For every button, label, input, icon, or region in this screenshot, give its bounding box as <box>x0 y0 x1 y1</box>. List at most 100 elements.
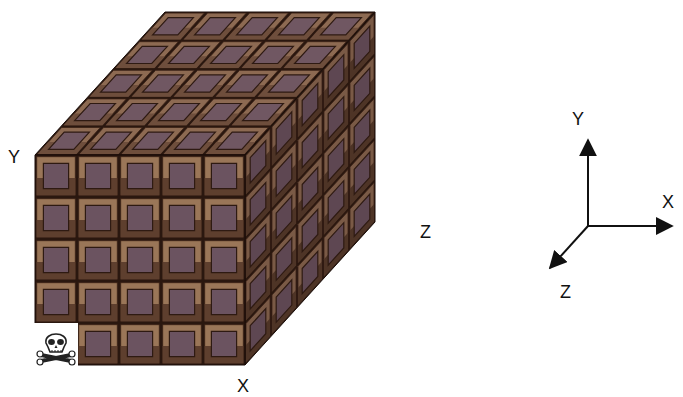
chocolate-piece <box>272 269 296 334</box>
chocolate-piece <box>227 75 268 92</box>
chocolate-piece <box>276 238 292 280</box>
chocolate-piece <box>163 199 202 238</box>
chocolate-piece <box>169 205 194 230</box>
chocolate-piece <box>121 199 160 238</box>
chocolate-piece <box>169 289 194 314</box>
chocolate-piece <box>195 18 236 35</box>
chocolate-piece <box>211 205 236 230</box>
chocolate-piece <box>276 112 292 154</box>
chocolate-piece <box>121 325 160 364</box>
chocolate-piece <box>85 289 110 314</box>
axis-letter: Y <box>8 148 20 166</box>
chocolate-piece <box>169 247 194 272</box>
chocolate-piece <box>163 325 202 364</box>
chocolate-piece <box>302 167 318 209</box>
chocolate-piece <box>328 181 344 223</box>
chocolate-piece <box>354 26 370 68</box>
chocolate-piece <box>91 132 132 149</box>
chocolate-piece <box>121 157 160 196</box>
chocolate-piece <box>350 183 374 248</box>
chocolate-piece <box>354 152 370 194</box>
chocolate-piece <box>127 205 152 230</box>
chocolate-piece <box>169 163 194 188</box>
chocolate-piece <box>205 241 244 280</box>
chocolate-piece <box>246 297 270 362</box>
chocolate-piece <box>169 331 194 356</box>
chocolate-piece <box>35 12 375 155</box>
chocolate-piece <box>295 46 336 63</box>
chocolate-piece <box>354 110 370 152</box>
chocolate-piece <box>250 225 266 267</box>
chocolate-piece <box>211 46 252 63</box>
chocolate-piece <box>298 240 322 305</box>
chocolate-piece <box>250 309 266 351</box>
chocolate-piece <box>211 289 236 314</box>
chocolate-piece <box>163 157 202 196</box>
chocolate-piece <box>321 18 362 35</box>
chocolate-piece <box>79 325 118 364</box>
chocolate-piece <box>328 55 344 97</box>
chocolate-piece <box>243 104 284 121</box>
chocolate-piece <box>127 289 152 314</box>
chocolate-piece <box>143 75 184 92</box>
chocolate-piece <box>169 46 210 63</box>
chocolate-piece <box>127 46 168 63</box>
chocolate-piece <box>75 104 116 121</box>
chocolate-piece <box>101 75 142 92</box>
chocolate-piece <box>43 163 68 188</box>
chocolate-piece <box>37 241 76 280</box>
axis-letter: Y <box>572 110 584 128</box>
chocolate-piece <box>302 251 318 293</box>
chocolate-piece <box>276 154 292 196</box>
chocolate-piece <box>85 331 110 356</box>
chocolate-piece <box>133 132 174 149</box>
chocolate-piece <box>85 205 110 230</box>
chocolate-piece <box>211 331 236 356</box>
chocolate-piece <box>205 157 244 196</box>
chocolate-piece <box>79 199 118 238</box>
axis-letter: Z <box>560 283 571 301</box>
chocolate-piece <box>328 97 344 139</box>
chocolate-piece <box>302 209 318 251</box>
chocolate-piece <box>85 163 110 188</box>
chocolate-piece <box>127 247 152 272</box>
chocolate-piece <box>328 223 344 265</box>
chocolate-piece <box>237 18 278 35</box>
chocolate-piece <box>250 183 266 225</box>
chocolate-piece <box>211 247 236 272</box>
chocolate-piece <box>79 157 118 196</box>
axis-letter: X <box>237 377 249 395</box>
axis-arrows <box>550 140 672 268</box>
skull-symbol <box>35 325 77 365</box>
chocolate-piece <box>159 104 200 121</box>
chocolate-piece <box>37 157 76 196</box>
chocolate-piece <box>276 280 292 322</box>
chocolate-piece <box>127 163 152 188</box>
chocolate-piece <box>43 205 68 230</box>
chocolate-piece <box>85 247 110 272</box>
chocolate-piece <box>117 104 158 121</box>
chocolate-piece <box>163 283 202 322</box>
chocolate-piece <box>201 104 242 121</box>
chocolate-piece <box>269 75 310 92</box>
chocolate-piece <box>43 247 68 272</box>
chocolate-piece <box>217 132 258 149</box>
axis-letter: Z <box>420 223 431 241</box>
chocolate-piece <box>328 139 344 181</box>
chocolate-piece <box>33 323 78 367</box>
chocolate-piece <box>37 199 76 238</box>
chocolate-piece <box>205 283 244 322</box>
chocolate-piece <box>127 331 152 356</box>
chocolate-piece <box>185 75 226 92</box>
chocolate-piece <box>324 211 348 276</box>
chocolate-piece <box>354 68 370 110</box>
chocolate-piece <box>205 325 244 364</box>
chocolate-piece <box>175 132 216 149</box>
chocolate-piece <box>245 12 375 365</box>
chocolate-piece <box>43 289 68 314</box>
chocolate-piece <box>121 241 160 280</box>
chocolate-piece <box>49 132 90 149</box>
chocolate-piece <box>35 155 245 365</box>
chocolate-piece <box>205 199 244 238</box>
